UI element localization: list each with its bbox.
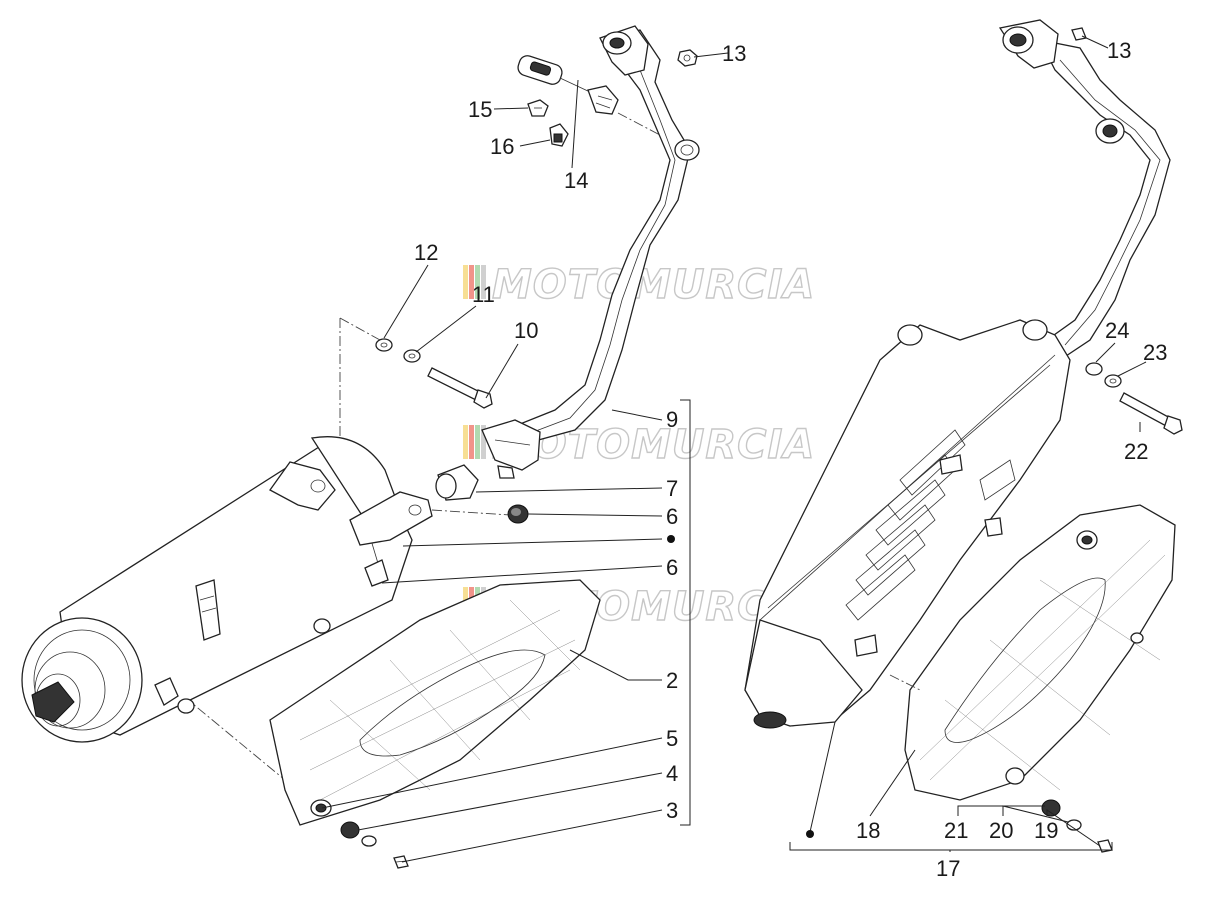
washer-24 [1085, 362, 1103, 376]
callout-21: 21 [944, 818, 968, 843]
rubber-bushing-6-upper [507, 504, 529, 524]
callout-4: 4 [666, 761, 678, 786]
callout-9: 9 [666, 407, 678, 432]
leader-lines-left [321, 52, 729, 863]
lambda-sensor [517, 55, 619, 115]
rubber-bushing-21 [1041, 799, 1061, 817]
callout-5: 5 [666, 726, 678, 751]
bolt-22 [1119, 392, 1183, 435]
gasket-7 [435, 464, 479, 501]
group-dot-right [806, 830, 814, 838]
silencer-left [21, 436, 433, 743]
heat-shield-left [269, 579, 601, 826]
callout-12: 12 [414, 240, 438, 265]
washer-4 [361, 835, 377, 847]
watermark-top: MOTOMURCIA [463, 261, 815, 309]
bracket-16 [549, 123, 569, 147]
callout-24: 24 [1105, 318, 1129, 343]
leader-lines-right [789, 35, 1147, 852]
assembly-line [431, 509, 511, 516]
callout-16: 16 [490, 134, 514, 159]
assembly-line [889, 674, 921, 691]
callout-6-lower: 6 [666, 555, 678, 580]
callout-6-upper: 6 [666, 504, 678, 529]
callout-13-right: 13 [1107, 38, 1131, 63]
exhaust-pipe-right [998, 19, 1171, 361]
group-bracket [680, 399, 691, 826]
callout-18: 18 [856, 818, 880, 843]
callout-20: 20 [989, 818, 1013, 843]
group-dot-left [667, 535, 675, 543]
callout-22: 22 [1124, 439, 1148, 464]
clip-15 [527, 99, 549, 117]
callout-19: 19 [1034, 818, 1058, 843]
callout-numbers: 2 3 4 5 6 6 7 9 10 11 12 13 13 14 15 16 … [414, 38, 1167, 881]
callout-14: 14 [564, 168, 588, 193]
heat-shield-right [904, 504, 1176, 801]
assembly-line [617, 112, 661, 136]
callout-3: 3 [666, 798, 678, 823]
callout-11: 11 [472, 282, 495, 307]
watermark-text: MOTOMURCIA [492, 262, 815, 308]
callout-17: 17 [936, 856, 960, 881]
screw-3 [393, 855, 409, 869]
washer-23 [1104, 374, 1122, 388]
washer-11 [403, 349, 421, 363]
callout-23: 23 [1143, 340, 1167, 365]
nut-13-left [677, 49, 698, 67]
callout-13-left: 13 [722, 41, 746, 66]
washer-12 [375, 338, 393, 352]
washer-20 [1066, 819, 1082, 831]
callout-2: 2 [666, 668, 678, 693]
clamp-9 [481, 419, 541, 479]
callout-15: 15 [468, 97, 492, 122]
callout-7: 7 [666, 476, 678, 501]
exhaust-pipe-left [503, 25, 700, 446]
callout-10: 10 [514, 318, 538, 343]
bolt-10 [427, 367, 493, 409]
rubber-bushing-5 [340, 821, 360, 839]
silencer-right [744, 319, 1071, 729]
